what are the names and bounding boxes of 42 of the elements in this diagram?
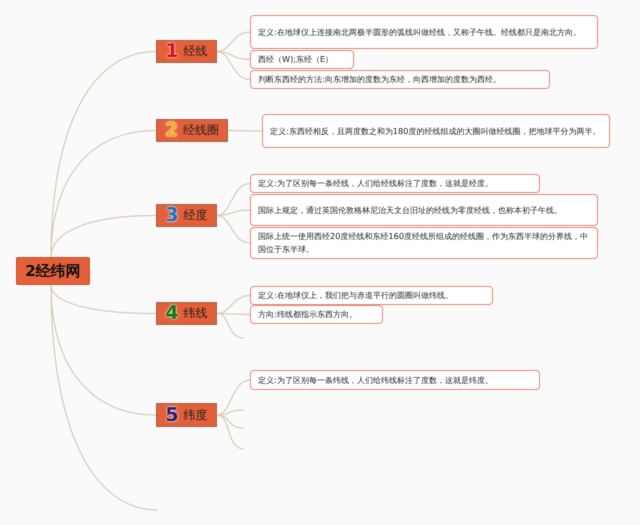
branch-line xyxy=(216,50,250,80)
branch-line xyxy=(50,214,156,258)
branch-line xyxy=(216,414,244,450)
branch-line xyxy=(216,379,250,416)
branch-line xyxy=(216,209,250,216)
branch-line xyxy=(50,284,156,314)
branch-line xyxy=(216,294,250,314)
note-box: 国际上规定，通过英国伦敦格林尼治天文台旧址的经线为零度经线，也称本初子午线。 xyxy=(250,194,598,226)
note-box: 方向:纬线都指示东西方向。 xyxy=(250,305,383,324)
branch-line xyxy=(216,31,250,52)
branch-line xyxy=(228,130,262,132)
note-box: 定义:东西经相反，且两度数之和为180度的经线组成的大圈叫做经线圈，把地球平分为两半。 xyxy=(262,114,610,148)
branch-line xyxy=(216,312,244,339)
topic-label: 纬线 xyxy=(184,305,208,322)
note-box: 定义:为了区别每一条经线，人们给经线标注了度数，这就是经度。 xyxy=(250,174,540,193)
topic-label: 经线圈 xyxy=(183,122,220,139)
topic-label: 纬度 xyxy=(184,406,208,424)
note-box: 国际上统一使用西经20度经线和东经160度经线所组成的经线圈，作为东西半球的分界线，中国位于东半球。 xyxy=(250,227,598,259)
topic-number: 2 xyxy=(164,121,178,140)
branch-line xyxy=(216,214,250,244)
branch-line xyxy=(216,50,250,60)
topic-number: 3 xyxy=(165,206,179,225)
topic-box xyxy=(156,302,217,325)
note-box: 定义:在地球仪上连接南北两极半圆形的弧线叫做经线，又称子午线。经线都只是南北方向。 xyxy=(250,15,598,49)
topic-box xyxy=(156,40,217,63)
branch-line xyxy=(50,284,158,511)
topic-label: 经线 xyxy=(184,43,208,60)
topic-box xyxy=(156,403,217,427)
topic-number: 4 xyxy=(165,304,179,323)
branch-line xyxy=(216,182,250,216)
note-box: 定义:在地球仪上，我们把与赤道平行的圆圈叫做纬线。 xyxy=(250,286,493,305)
note-box: 定义:为了区别每一条纬线，人们给纬线标注了度数，这就是纬度。 xyxy=(250,370,540,390)
topic-number: 1 xyxy=(165,42,179,61)
topic-box xyxy=(156,204,217,227)
topic-number: 5 xyxy=(165,406,179,424)
topic-box xyxy=(156,119,228,142)
note-box: 西经（W);东经（E） xyxy=(250,50,354,69)
topic-label: 经度 xyxy=(184,207,208,224)
root-box: 2经纬网 xyxy=(16,257,90,285)
branch-line xyxy=(216,414,244,429)
branch-line xyxy=(217,312,250,316)
note-box: 判断东西经的方法:向东增加的度数为东经，向西增加的度数为西经。 xyxy=(250,70,550,89)
